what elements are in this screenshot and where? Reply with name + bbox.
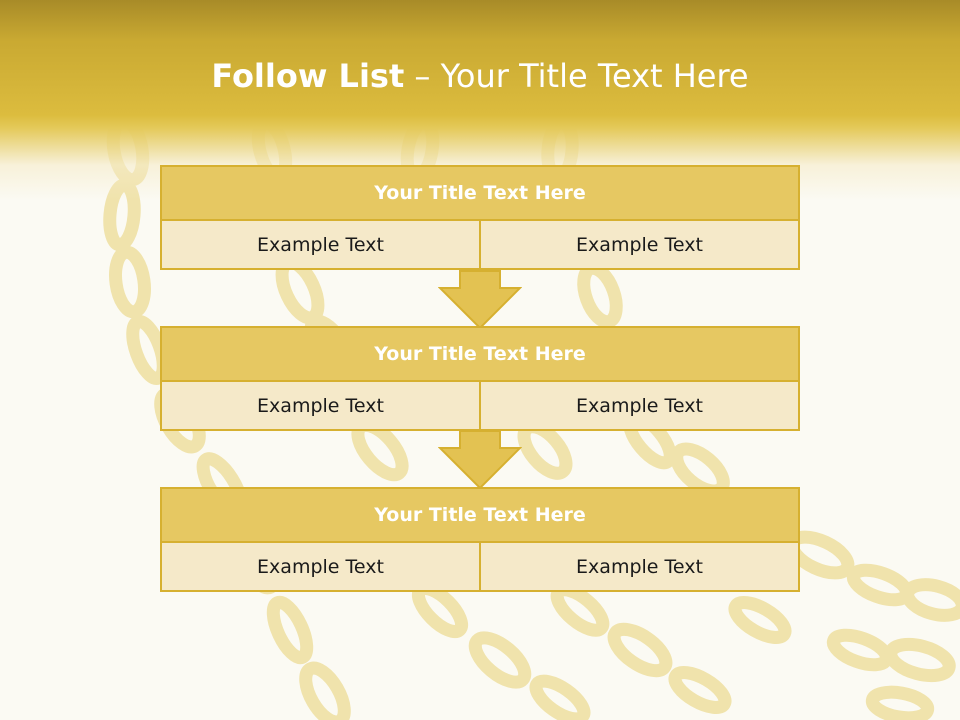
step-block-3: Your Title Text Here Example Text Exampl… bbox=[160, 487, 800, 592]
step-row-2: Example Text Example Text bbox=[160, 382, 800, 431]
step-title-3: Your Title Text Here bbox=[160, 487, 800, 543]
step-title-2: Your Title Text Here bbox=[160, 326, 800, 382]
step-left-text-3: Example Text bbox=[160, 543, 481, 592]
slide-title: Follow List – Your Title Text Here bbox=[0, 52, 960, 100]
step-row-3: Example Text Example Text bbox=[160, 543, 800, 592]
slide-title-rest: – Your Title Text Here bbox=[404, 57, 749, 95]
down-arrow-icon bbox=[438, 270, 522, 330]
slide-title-bold: Follow List bbox=[211, 57, 405, 95]
step-row-1: Example Text Example Text bbox=[160, 221, 800, 270]
step-title-1: Your Title Text Here bbox=[160, 165, 800, 221]
step-right-text-2: Example Text bbox=[481, 382, 800, 431]
step-block-1: Your Title Text Here Example Text Exampl… bbox=[160, 165, 800, 270]
step-block-2: Your Title Text Here Example Text Exampl… bbox=[160, 326, 800, 431]
step-right-text-1: Example Text bbox=[481, 221, 800, 270]
down-arrow-icon bbox=[438, 430, 522, 490]
step-left-text-2: Example Text bbox=[160, 382, 481, 431]
step-right-text-3: Example Text bbox=[481, 543, 800, 592]
step-left-text-1: Example Text bbox=[160, 221, 481, 270]
